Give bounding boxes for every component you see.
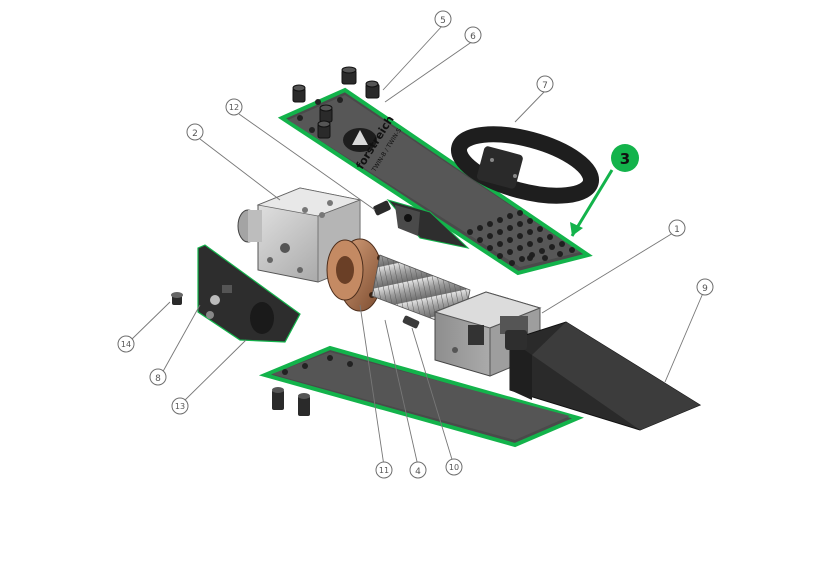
highlight-leader xyxy=(570,169,614,237)
leader-lines xyxy=(130,24,704,467)
svg-text:5: 5 xyxy=(440,16,446,26)
top-bolts xyxy=(292,66,380,139)
bottom-plate xyxy=(258,345,584,448)
callout-12: 11 xyxy=(375,461,393,479)
svg-text:2: 2 xyxy=(192,129,198,139)
logo-icon-small xyxy=(250,302,274,334)
top-plate-holes xyxy=(467,210,575,266)
callout-14: 14 xyxy=(117,335,135,353)
callout-4: 4 xyxy=(409,461,427,479)
screw-10 xyxy=(402,315,420,329)
svg-text:8: 8 xyxy=(155,374,161,384)
bronze-nut xyxy=(326,238,383,312)
callout-1: 1 xyxy=(668,219,686,237)
callout-8: 8 xyxy=(149,368,167,386)
callout-7: 7 xyxy=(536,75,554,93)
highlight-arrowhead xyxy=(570,222,583,236)
screw-14 xyxy=(171,292,183,305)
svg-text:10: 10 xyxy=(449,463,459,472)
svg-text:3: 3 xyxy=(620,150,630,168)
svg-text:4: 4 xyxy=(415,467,421,477)
callout-6: 6 xyxy=(464,26,482,44)
svg-text:1: 1 xyxy=(674,225,680,235)
callout-11: 12 xyxy=(225,98,243,116)
svg-text:12: 12 xyxy=(229,103,239,112)
callout-13: 13 xyxy=(171,397,189,415)
callout-10: 10 xyxy=(445,458,463,476)
svg-text:13: 13 xyxy=(175,402,185,411)
callout-5: 5 xyxy=(434,10,452,28)
top-plate: forstreich TWIN-B / TWIN-S xyxy=(277,87,593,276)
screw-11 xyxy=(373,200,391,216)
callouts: 5 6 7 2 12 1 9 14 8 13 11 4 10 xyxy=(117,10,714,479)
bottom-bolts xyxy=(272,387,310,416)
callout-9: 9 xyxy=(696,278,714,296)
callout-2: 2 xyxy=(186,123,204,141)
side-plate xyxy=(197,244,301,343)
strap xyxy=(450,126,600,204)
svg-text:6: 6 xyxy=(470,32,476,42)
svg-text:11: 11 xyxy=(379,466,389,475)
svg-text:14: 14 xyxy=(121,340,131,349)
svg-text:7: 7 xyxy=(542,81,548,91)
svg-text:9: 9 xyxy=(702,284,708,294)
wedge-pad xyxy=(505,321,702,431)
callout-3-highlight: 3 xyxy=(611,144,639,172)
rail-bracket xyxy=(386,199,470,249)
